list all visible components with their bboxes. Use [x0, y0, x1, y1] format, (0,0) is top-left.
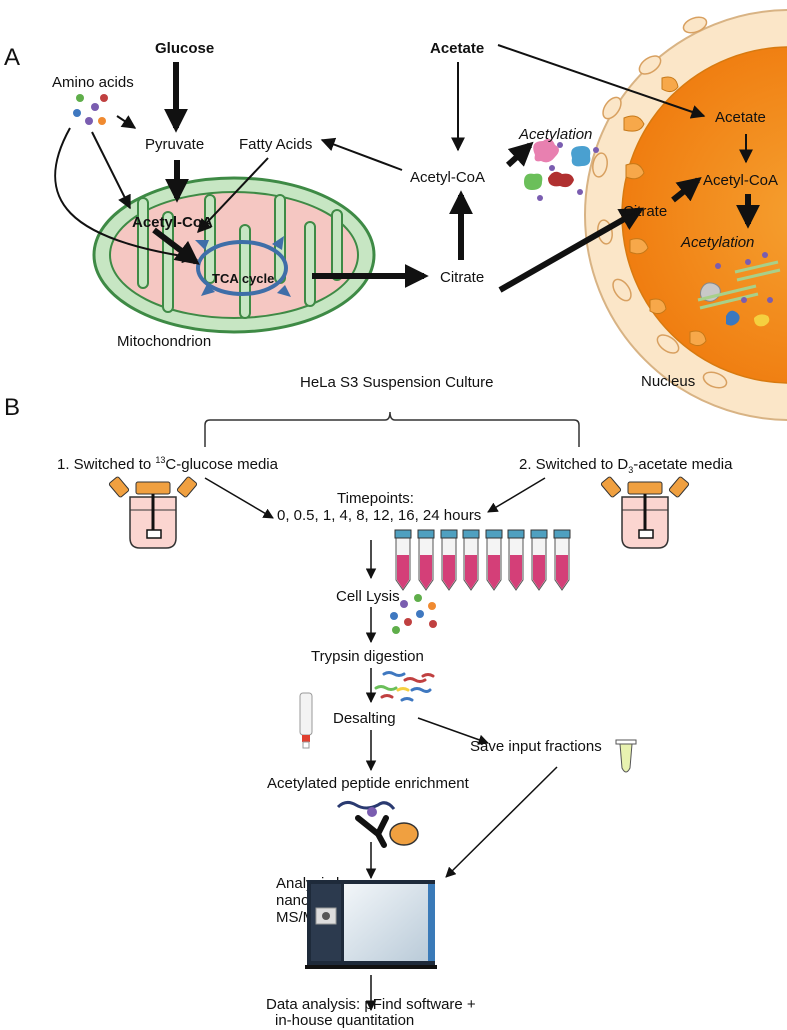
- falcon-tube-icon: [507, 529, 525, 591]
- pathway-arrows-thin: [54, 44, 753, 264]
- workflow-arrows: [204, 477, 558, 1012]
- panel-label-a: A: [4, 44, 20, 71]
- label-trypsin-digestion: Trypsin digestion: [311, 648, 424, 665]
- label-acetylation-nucleus: Acetylation: [680, 234, 754, 251]
- nuclear-protein-icon: [697, 252, 781, 327]
- falcon-tube-icon: [462, 529, 480, 591]
- label-data-analysis-1: Data analysis: pFind software +: [266, 996, 476, 1013]
- label-citrate: Citrate: [440, 269, 484, 286]
- label-data-analysis-2: in-house quantitation: [275, 1012, 414, 1029]
- protein-dots-icon: [390, 594, 437, 634]
- label-acetyl-coa-mito: Acetyl-CoA: [132, 214, 213, 231]
- label-nucleus: Nucleus: [641, 373, 695, 390]
- label-pyruvate: Pyruvate: [145, 136, 204, 153]
- label-timepoints-values: 0, 0.5, 1, 4, 8, 12, 16, 24 hours: [277, 507, 481, 524]
- label-tca-cycle: TCA cycle: [212, 271, 274, 286]
- pathway-arrows-bold: [152, 62, 760, 293]
- antibody-bead-icon: [336, 800, 419, 848]
- label-switch-glucose: 1. Switched to 13C-glucose media: [57, 455, 279, 473]
- falcon-tube-icon: [417, 529, 435, 591]
- label-acetylation-cyto: Acetylation: [518, 126, 592, 143]
- mass-spectrometer-icon: [305, 880, 437, 969]
- flask-icon: [108, 476, 198, 549]
- protein-icon: [524, 138, 599, 201]
- column-icon: [299, 692, 313, 749]
- label-acetate-top: Acetate: [430, 40, 484, 57]
- mitochondrion-graphic: [92, 176, 376, 334]
- label-timepoints-title: Timepoints:: [337, 490, 414, 507]
- label-amino-acids: Amino acids: [52, 74, 134, 91]
- label-cell-lysis: Cell Lysis: [336, 588, 400, 605]
- label-citrate-nucleus: Citrate: [623, 203, 667, 220]
- peptide-icon: [374, 671, 435, 702]
- falcon-tube-icon: [440, 529, 458, 591]
- falcon-tube-icon: [530, 529, 548, 591]
- falcon-tube-icon: [394, 529, 412, 591]
- culture-brace: [204, 411, 580, 447]
- label-acetate-nucleus: Acetate: [715, 109, 766, 126]
- panel-a-labels: Glucose Acetate Amino acids Pyruvate Fat…: [52, 40, 778, 390]
- label-switch-acetate: 2. Switched to D3-acetate media: [519, 456, 733, 475]
- panel-label-b: B: [4, 394, 20, 421]
- label-acetyl-coa-nucleus: Acetyl-CoA: [703, 172, 778, 189]
- falcon-tube-icon: [553, 529, 571, 591]
- flask-icon: [600, 476, 690, 549]
- label-fatty-acids: Fatty Acids: [239, 136, 312, 153]
- label-desalting: Desalting: [333, 710, 396, 727]
- label-acetyl-coa-cyto: Acetyl-CoA: [410, 169, 485, 186]
- label-mitochondrion: Mitochondrion: [117, 333, 211, 350]
- falcon-tube-icon: [485, 529, 503, 591]
- label-hela-culture: HeLa S3 Suspension Culture: [300, 374, 493, 391]
- label-enrichment: Acetylated peptide enrichment: [267, 775, 470, 792]
- label-save-input: Save input fractions: [470, 738, 602, 755]
- amino-acid-dots-icon: [73, 94, 108, 125]
- microtube-icon: [615, 739, 637, 773]
- nucleus-graphic: [584, 9, 787, 421]
- label-glucose: Glucose: [155, 40, 214, 57]
- falcon-tubes: [394, 529, 571, 591]
